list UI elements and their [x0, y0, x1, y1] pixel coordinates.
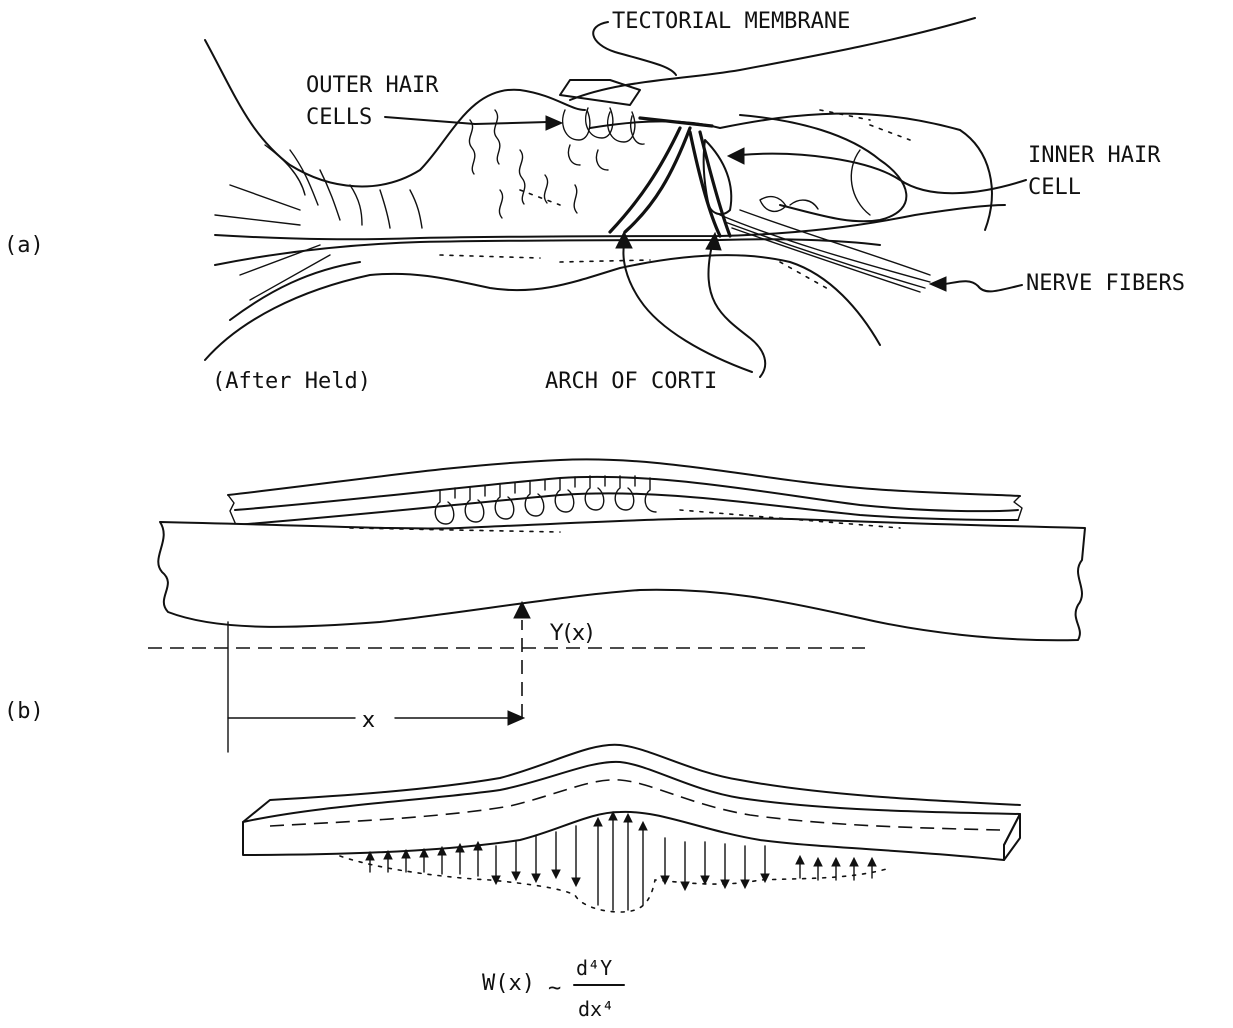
x-label: x	[362, 708, 375, 733]
inner-hair-cell-label-line1: INNER HAIR	[1028, 143, 1161, 168]
tectorial-membrane-label: TECTORIAL MEMBRANE	[612, 9, 850, 34]
after-held-credit: (After Held)	[212, 369, 371, 394]
panel-b-beam-drawing	[243, 745, 1020, 860]
panel-b-labels: (b) Y(x) x	[4, 621, 594, 733]
formula-numerator: d⁴Y	[576, 956, 612, 980]
outer-hair-cells-label-line2: CELLS	[306, 105, 372, 130]
outer-hair-cells-label-line1: OUTER HAIR	[306, 73, 439, 98]
panel-b-label: (b)	[4, 699, 44, 724]
panel-a-labels: (a) TECTORIAL MEMBRANE OUTER HAIR CELLS …	[4, 9, 1185, 394]
formula-denominator: dx⁴	[578, 997, 614, 1021]
panel-b-membrane-drawing	[148, 459, 1085, 752]
inner-hair-cell-label-line2: CELL	[1028, 175, 1081, 200]
panel-a-label: (a)	[4, 233, 44, 258]
y-of-x-label: Y(x)	[549, 621, 594, 646]
arch-of-corti-label: ARCH OF CORTI	[545, 369, 717, 394]
formula-lhs: W(x)	[482, 971, 535, 996]
panel-a-drawing	[205, 18, 1005, 360]
formula-tilde: ~	[548, 976, 561, 1001]
nerve-fibers-label: NERVE FIBERS	[1026, 271, 1185, 296]
formula: W(x) ~ d⁴Y dx⁴	[482, 956, 624, 1021]
